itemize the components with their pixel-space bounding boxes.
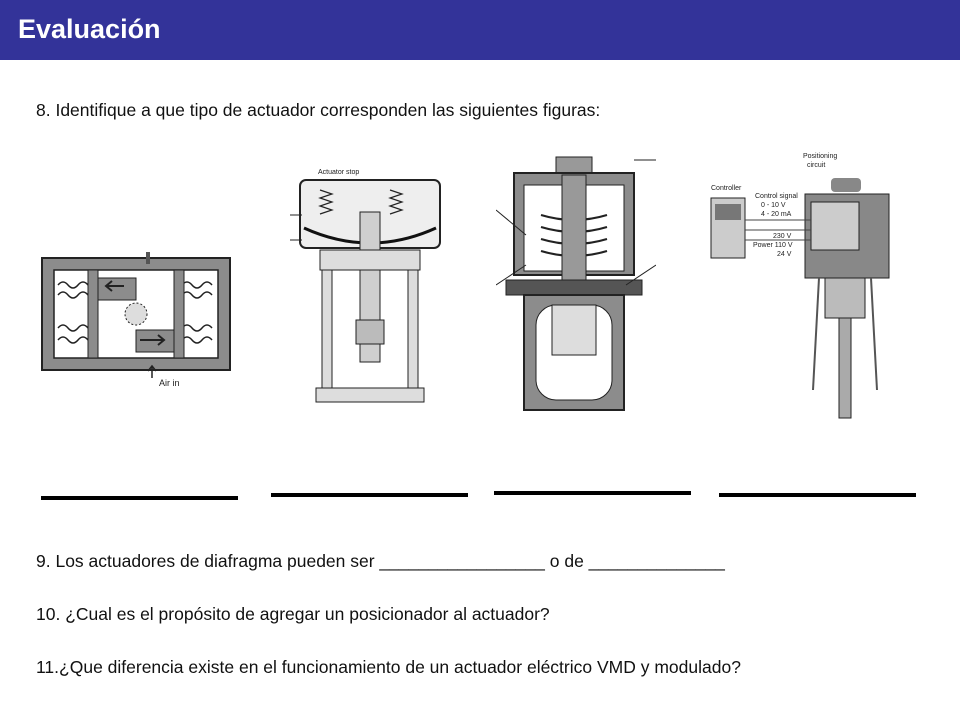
air-in-label: Air in	[159, 378, 180, 388]
answer-blank-4[interactable]	[719, 493, 916, 497]
v24-label: 24 V	[777, 251, 792, 258]
v230-label: 230 V	[773, 233, 792, 240]
spring-actuator-figure	[496, 156, 656, 411]
question-9: 9. Los actuadores de diafragma pueden se…	[36, 551, 725, 571]
answer-blank-2[interactable]	[271, 493, 468, 497]
question-8: 8. Identifique a que tipo de actuador co…	[36, 100, 601, 120]
control-signal-label: Control signal	[755, 193, 798, 200]
question-10: 10. ¿Cual es el propósito de agregar un …	[36, 604, 550, 624]
range1-label: 0 - 10 V	[761, 202, 786, 209]
question-11: 11.¿Que diferencia existe en el funciona…	[36, 657, 741, 677]
diaphragm-actuator-figure: Actuator stop	[290, 169, 441, 403]
circuit-label: circuit	[807, 162, 825, 169]
power-label: Power 110 V	[753, 242, 793, 249]
answer-blank-1[interactable]	[41, 496, 238, 500]
controller-label: Controller	[711, 185, 742, 192]
actuator-stop-label: Actuator stop	[318, 169, 359, 176]
title-bar: Evaluación	[0, 0, 960, 60]
range2-label: 4 - 20 mA	[761, 211, 792, 218]
positioning-label: Positioning	[803, 153, 837, 160]
rotary-actuator-figure: Air in	[41, 252, 231, 388]
page-title: Evaluación	[18, 14, 161, 44]
answer-blank-3[interactable]	[494, 491, 691, 495]
electric-actuator-figure: Positioning circuit Controller Control s…	[710, 153, 890, 419]
